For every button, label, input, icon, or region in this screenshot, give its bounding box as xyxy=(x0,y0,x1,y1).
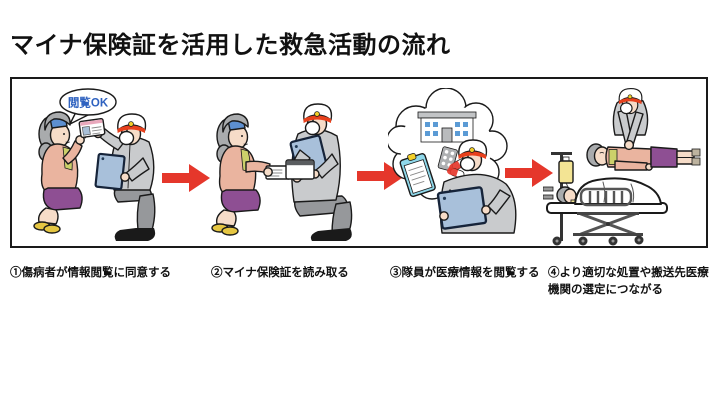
elderly-woman-figure xyxy=(211,113,271,236)
cpr-scene xyxy=(586,88,701,171)
scene-card-read xyxy=(211,103,353,241)
tablet-icon xyxy=(436,186,488,230)
paramedic-figure xyxy=(78,113,156,241)
step-caption-2: ②マイナ保険証を読み取る xyxy=(211,267,349,279)
paramedic-figure xyxy=(289,128,353,241)
card-reader-icon xyxy=(285,159,315,180)
paramedic-cpr-figure xyxy=(612,88,649,151)
scene-treatment-transport xyxy=(543,88,701,246)
speech-bubble-text: 閲覧OK xyxy=(68,96,109,110)
scene-view-info xyxy=(388,88,517,234)
medical-record-icon xyxy=(399,153,436,198)
step-caption-4: ④より適切な処置や搬送先医療機関の選定につながる xyxy=(548,267,709,297)
bed-rail xyxy=(579,187,633,207)
step-caption-3: ③隊員が医療情報を閲覧する xyxy=(390,267,540,279)
stretcher-handle xyxy=(543,194,554,200)
tablet-icon xyxy=(94,152,126,191)
scene-consent: 閲覧OK xyxy=(33,88,156,241)
stretcher-wheels xyxy=(552,235,644,246)
stretcher-handle xyxy=(543,186,554,192)
hospital-icon xyxy=(417,111,477,143)
blanket xyxy=(574,177,662,205)
my-number-card-icon xyxy=(78,117,106,139)
woman-hand xyxy=(263,167,273,177)
speech-bubble: 閲覧OK xyxy=(59,88,117,125)
elderly-woman-figure xyxy=(33,111,88,234)
lying-patient-figure xyxy=(586,143,701,171)
step-caption-1: ①傷病者が情報閲覧に同意する xyxy=(10,267,171,279)
stretcher-scene xyxy=(543,152,668,246)
medicine-icon xyxy=(437,146,467,179)
paramedic-figure xyxy=(436,139,517,234)
page-title: マイナ保険証を活用した救急活動の流れ xyxy=(10,32,451,59)
